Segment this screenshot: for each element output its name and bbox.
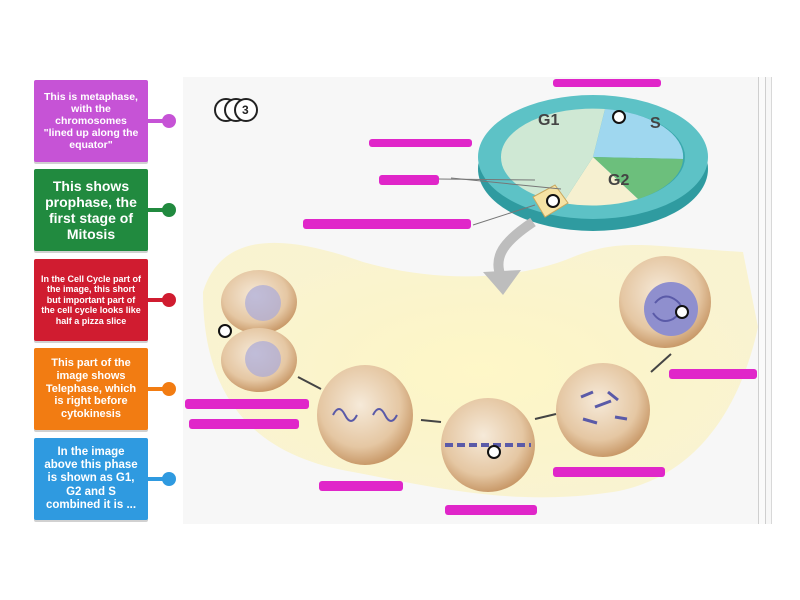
attempt-counter-label: 3 — [242, 103, 249, 117]
drop-target-prophase[interactable] — [675, 305, 689, 319]
highlight-mark — [553, 79, 661, 87]
answer-card-text: In the image above this phase is shown a… — [44, 445, 138, 511]
highlight-mark — [445, 505, 537, 515]
vertical-scrollbar[interactable] — [758, 77, 766, 524]
highlight-mark — [319, 481, 403, 491]
card-connector — [148, 298, 166, 302]
card-drop-knob[interactable] — [162, 293, 176, 307]
card-connector — [148, 387, 166, 391]
drop-target-telophase[interactable] — [218, 324, 232, 338]
card-drop-knob[interactable] — [162, 203, 176, 217]
answer-card-text: This shows prophase, the first stage of … — [45, 177, 137, 243]
highlight-mark — [185, 399, 309, 409]
answer-card-prophase[interactable]: This shows prophase, the first stage of … — [34, 169, 148, 251]
card-connector — [148, 119, 166, 123]
cell-prometaphase — [556, 363, 650, 457]
highlight-mark — [669, 369, 757, 379]
drop-target-mitosis-wedge[interactable] — [546, 194, 560, 208]
cell-cycle-diagram — [185, 79, 758, 515]
drop-target-s-phase[interactable] — [612, 110, 626, 124]
card-drop-knob[interactable] — [162, 382, 176, 396]
answer-card-metaphase[interactable]: This is metaphase, with the chromosomes … — [34, 80, 148, 162]
cell-prophase — [619, 256, 711, 348]
highlight-mark — [553, 467, 665, 477]
cell-telophase — [221, 270, 297, 392]
answer-card-interphase[interactable]: In the image above this phase is shown a… — [34, 438, 148, 520]
attempt-counter-icon — [214, 98, 258, 122]
card-connector — [148, 208, 166, 212]
highlight-mark — [369, 139, 472, 147]
phase-label-g2: G2 — [608, 172, 630, 189]
phase-label-s: S — [650, 115, 661, 132]
answer-card-text: This is metaphase, with the chromosomes … — [43, 90, 139, 152]
card-drop-knob[interactable] — [162, 472, 176, 486]
cell-metaphase — [441, 398, 535, 492]
answer-card-text: This part of the image shows Telephase, … — [45, 357, 137, 420]
curved-arrow — [493, 217, 536, 279]
highlight-mark — [303, 219, 471, 229]
highlight-mark — [379, 175, 439, 185]
answer-card-text: In the Cell Cycle part of the image, thi… — [40, 274, 142, 326]
drop-target-metaphase[interactable] — [487, 445, 501, 459]
answer-card-telephase[interactable]: This part of the image shows Telephase, … — [34, 348, 148, 430]
answer-card-mitosis[interactable]: In the Cell Cycle part of the image, thi… — [34, 259, 148, 341]
highlight-mark — [189, 419, 299, 429]
phase-label-g1: G1 — [538, 112, 560, 129]
cell-anaphase — [317, 365, 413, 465]
card-connector — [148, 477, 166, 481]
cell-cycle-wheel — [478, 95, 708, 231]
card-drop-knob[interactable] — [162, 114, 176, 128]
